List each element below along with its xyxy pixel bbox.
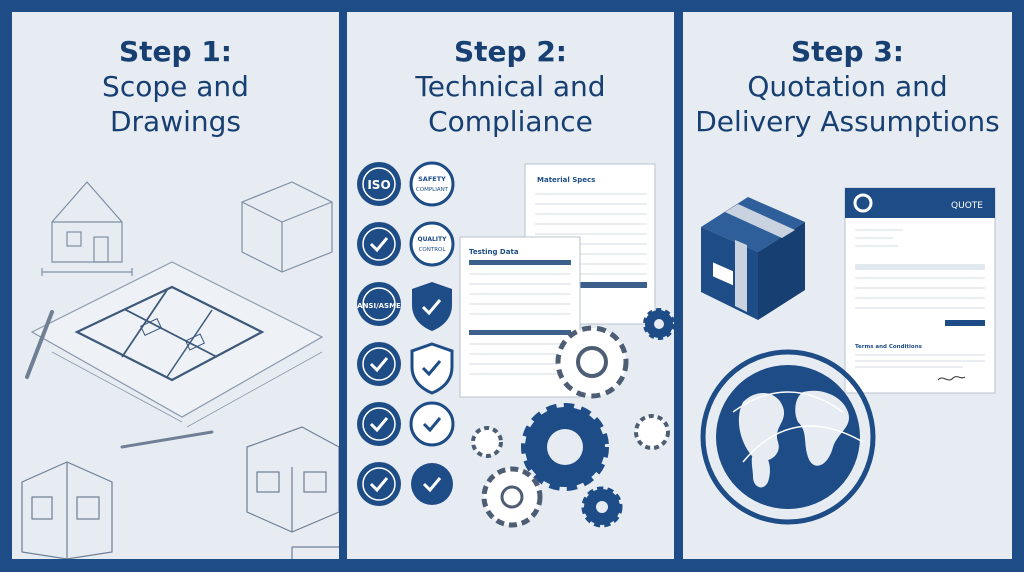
safety-badge-label: SAFETY xyxy=(418,175,446,183)
quote-document-icon: QUOTE Terms and Conditions xyxy=(844,187,996,394)
certification-badge-icon xyxy=(357,402,401,446)
step-label: Step 2: xyxy=(453,35,567,68)
pencil-icon xyxy=(25,310,214,449)
panel-title: Step 2: Technical and Compliance xyxy=(347,34,674,139)
title-line-1: Quotation and xyxy=(747,70,948,103)
globe-icon xyxy=(700,349,876,525)
shield-check-icon xyxy=(410,342,454,395)
quotation-illustration: QUOTE Terms and Conditions xyxy=(700,187,996,525)
certification-badge-icon xyxy=(357,462,401,506)
title-line-2: Compliance xyxy=(428,105,593,138)
quote-heading: QUOTE xyxy=(951,201,983,211)
panel-step-1: Step 1: Scope and Drawings xyxy=(12,12,339,559)
quality-badge-sublabel: CONTROL xyxy=(419,247,447,253)
blueprint-floor-plan-icon xyxy=(30,261,324,428)
certification-badge-icon xyxy=(357,342,401,386)
material-specs-title: Material Specs xyxy=(537,176,595,184)
panel-step-2: Step 2: Technical and Compliance ISO ANS… xyxy=(347,12,674,559)
certification-badge-icon xyxy=(357,222,401,266)
title-line-1: Technical and xyxy=(415,70,606,103)
shield-check-icon xyxy=(412,282,452,331)
panel-step-3: Step 3: Quotation and Delivery Assumptio… xyxy=(683,12,1012,559)
certification-badge-icon xyxy=(411,463,453,505)
certification-badge-icon xyxy=(409,401,455,447)
panel-title: Step 1: Scope and Drawings xyxy=(12,34,339,139)
gear-icon xyxy=(481,466,543,528)
certification-badge-icon: QUALITY CONTROL xyxy=(409,221,455,267)
box-sketch-icon xyxy=(241,181,333,273)
panel-title: Step 3: Quotation and Delivery Assumptio… xyxy=(683,34,1012,139)
gear-icon xyxy=(643,308,674,340)
package-box-icon xyxy=(701,197,805,320)
step-label: Step 3: xyxy=(790,35,904,68)
gear-icon xyxy=(634,414,670,450)
certification-badge-icon: SAFETY COMPLIANT xyxy=(409,161,455,207)
certification-badge-icon: ISO xyxy=(357,162,401,206)
gear-icon xyxy=(521,403,609,491)
compliance-illustration: ISO ANSI/ASME xyxy=(357,161,674,528)
title-line-1: Scope and xyxy=(102,70,249,103)
certification-badge-icon: ANSI/ASME xyxy=(357,282,401,326)
blueprint-illustration xyxy=(21,181,339,559)
gear-icon xyxy=(581,486,623,528)
step-label: Step 1: xyxy=(118,35,232,68)
iso-badge-label: ISO xyxy=(367,178,390,192)
testing-data-title: Testing Data xyxy=(469,248,519,256)
quality-badge-label: QUALITY xyxy=(418,236,448,243)
title-line-2: Delivery Assumptions xyxy=(695,105,1000,138)
ansi-badge-label: ANSI/ASME xyxy=(357,302,401,310)
building-sketch-icon xyxy=(21,426,339,559)
title-line-2: Drawings xyxy=(109,105,242,138)
terms-heading: Terms and Conditions xyxy=(855,344,923,350)
house-sketch-icon xyxy=(41,181,133,276)
safety-badge-sublabel: COMPLIANT xyxy=(416,187,449,193)
gear-icon xyxy=(555,325,629,399)
gear-icon xyxy=(471,426,503,458)
